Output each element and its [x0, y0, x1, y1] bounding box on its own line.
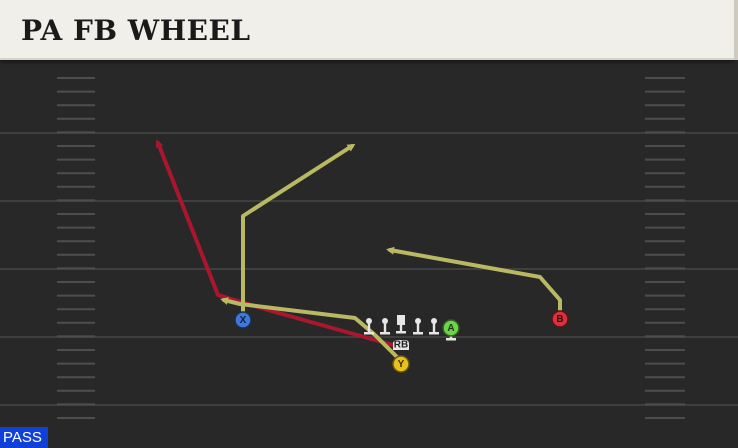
route-b-dig — [386, 246, 562, 318]
hash-marks — [57, 77, 685, 419]
play-title: PA FB WHEEL — [21, 14, 251, 47]
lineman-icon — [364, 318, 374, 335]
player-a-label: A — [447, 323, 454, 334]
lineman-icon — [413, 318, 423, 335]
route-x-post — [241, 143, 356, 320]
player-x-label: X — [240, 315, 247, 326]
yard-lines — [0, 132, 738, 406]
route-rb-wheel — [155, 139, 395, 347]
player-b[interactable]: B — [551, 310, 569, 328]
lineman-icon — [380, 318, 390, 335]
offensive-line — [364, 315, 456, 341]
player-y[interactable]: Y — [392, 355, 410, 373]
route-y-drag — [220, 297, 400, 360]
lineman-icon — [429, 318, 439, 335]
rb-icon: RB — [393, 340, 409, 351]
play-type-badge: PASS — [0, 427, 48, 448]
center-icon — [396, 315, 406, 334]
player-y-label: Y — [398, 359, 405, 370]
player-x[interactable]: X — [234, 311, 252, 329]
player-a[interactable]: A — [442, 319, 460, 337]
rb-label: RB — [394, 340, 408, 351]
player-b-label: B — [556, 314, 563, 325]
routes — [155, 139, 562, 360]
title-bar: PA FB WHEEL — [0, 0, 738, 60]
